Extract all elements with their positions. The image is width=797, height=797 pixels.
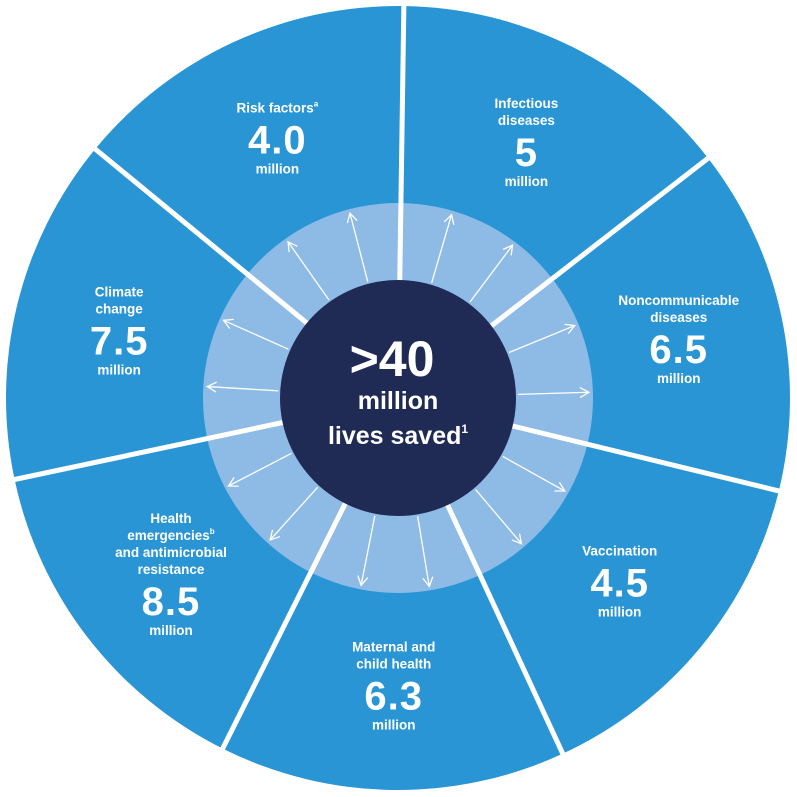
segment-value: 7.5 — [90, 319, 149, 363]
segment-unit: million — [505, 174, 549, 189]
divider-line — [397, 3, 407, 283]
segment-title: resistance — [138, 562, 205, 577]
segment-title: Maternal and — [352, 639, 435, 654]
segment-title-footnote: a — [314, 100, 319, 109]
arrow — [502, 455, 566, 492]
segment-title: diseases — [498, 113, 555, 128]
center-footnote: 1 — [461, 422, 468, 436]
segment-title-text: Climate — [95, 284, 144, 299]
arrow — [357, 515, 376, 587]
segment-title-text: diseases — [498, 113, 555, 128]
divider-line — [91, 145, 310, 327]
segment-unit: million — [97, 362, 141, 377]
divider-line — [444, 502, 567, 758]
segment-unit: million — [149, 623, 193, 638]
divider-line — [488, 154, 713, 330]
segment-title-text: resistance — [138, 562, 205, 577]
segment-title: child health — [356, 656, 431, 671]
segment-title: Health — [150, 511, 191, 526]
center-circle — [280, 280, 516, 516]
segment-title-text: Risk factors — [236, 101, 313, 116]
segment-title: Infectious — [494, 96, 558, 111]
arrow — [269, 486, 319, 541]
segment-title-text: child health — [356, 656, 431, 671]
segment-title-text: Health — [150, 511, 191, 526]
segment-title-text: Maternal and — [352, 639, 435, 654]
center-headline: >40 — [350, 331, 435, 387]
segment-title: Risk factorsa — [236, 100, 318, 116]
segment-title-text: diseases — [650, 310, 707, 325]
segment-title-text: Vaccination — [582, 543, 657, 558]
center-line-3-text: lives saved — [328, 422, 461, 450]
segment-title-text: and antimicrobial — [115, 545, 227, 560]
arrow — [475, 489, 523, 545]
segment-unit: million — [598, 604, 642, 619]
segment-value: 6.3 — [364, 674, 423, 718]
center-hub: >40 million lives saved1 — [280, 280, 516, 516]
segment-value: 5 — [515, 131, 538, 175]
arrow — [517, 386, 591, 399]
segment-title-text: Noncommunicable — [618, 293, 739, 308]
arrow — [431, 213, 455, 283]
arrow — [469, 244, 514, 303]
segment-title: Noncommunicable — [618, 293, 739, 308]
center-line-3: lives saved1 — [328, 422, 468, 450]
segment-title-text: change — [96, 301, 144, 316]
arrow — [222, 318, 289, 350]
arrow — [206, 381, 279, 393]
segment-value: 8.5 — [142, 580, 201, 624]
arrow — [346, 211, 369, 283]
segment-title: diseases — [650, 310, 707, 325]
segment-unit: million — [256, 162, 300, 177]
segment-title: Vaccination — [582, 543, 657, 558]
divider-line — [510, 423, 783, 495]
segment-value: 4.0 — [248, 119, 307, 163]
segment-unit: million — [372, 717, 416, 732]
segment-title: and antimicrobial — [115, 545, 227, 560]
arrow — [417, 516, 434, 588]
arrows-layer — [206, 211, 591, 588]
segment-value: 4.5 — [590, 561, 649, 605]
segment-title: Climate — [95, 284, 144, 299]
segment-title-text: Infectious — [494, 96, 558, 111]
segment-value: 6.5 — [649, 328, 708, 372]
segment-title-text: emergencies — [127, 528, 210, 543]
divider-line — [11, 419, 286, 483]
segment-6 — [222, 398, 563, 791]
segment-title: emergenciesb — [127, 527, 215, 543]
center-line-2: million — [358, 387, 439, 415]
divider-line — [219, 500, 349, 753]
arrow — [287, 240, 330, 301]
arrow — [227, 452, 292, 487]
segment-title-footnote: b — [210, 527, 215, 536]
segment-unit: million — [657, 371, 701, 386]
dividers-layer — [11, 3, 783, 758]
arrow — [508, 323, 576, 354]
segment-title: change — [96, 301, 144, 316]
